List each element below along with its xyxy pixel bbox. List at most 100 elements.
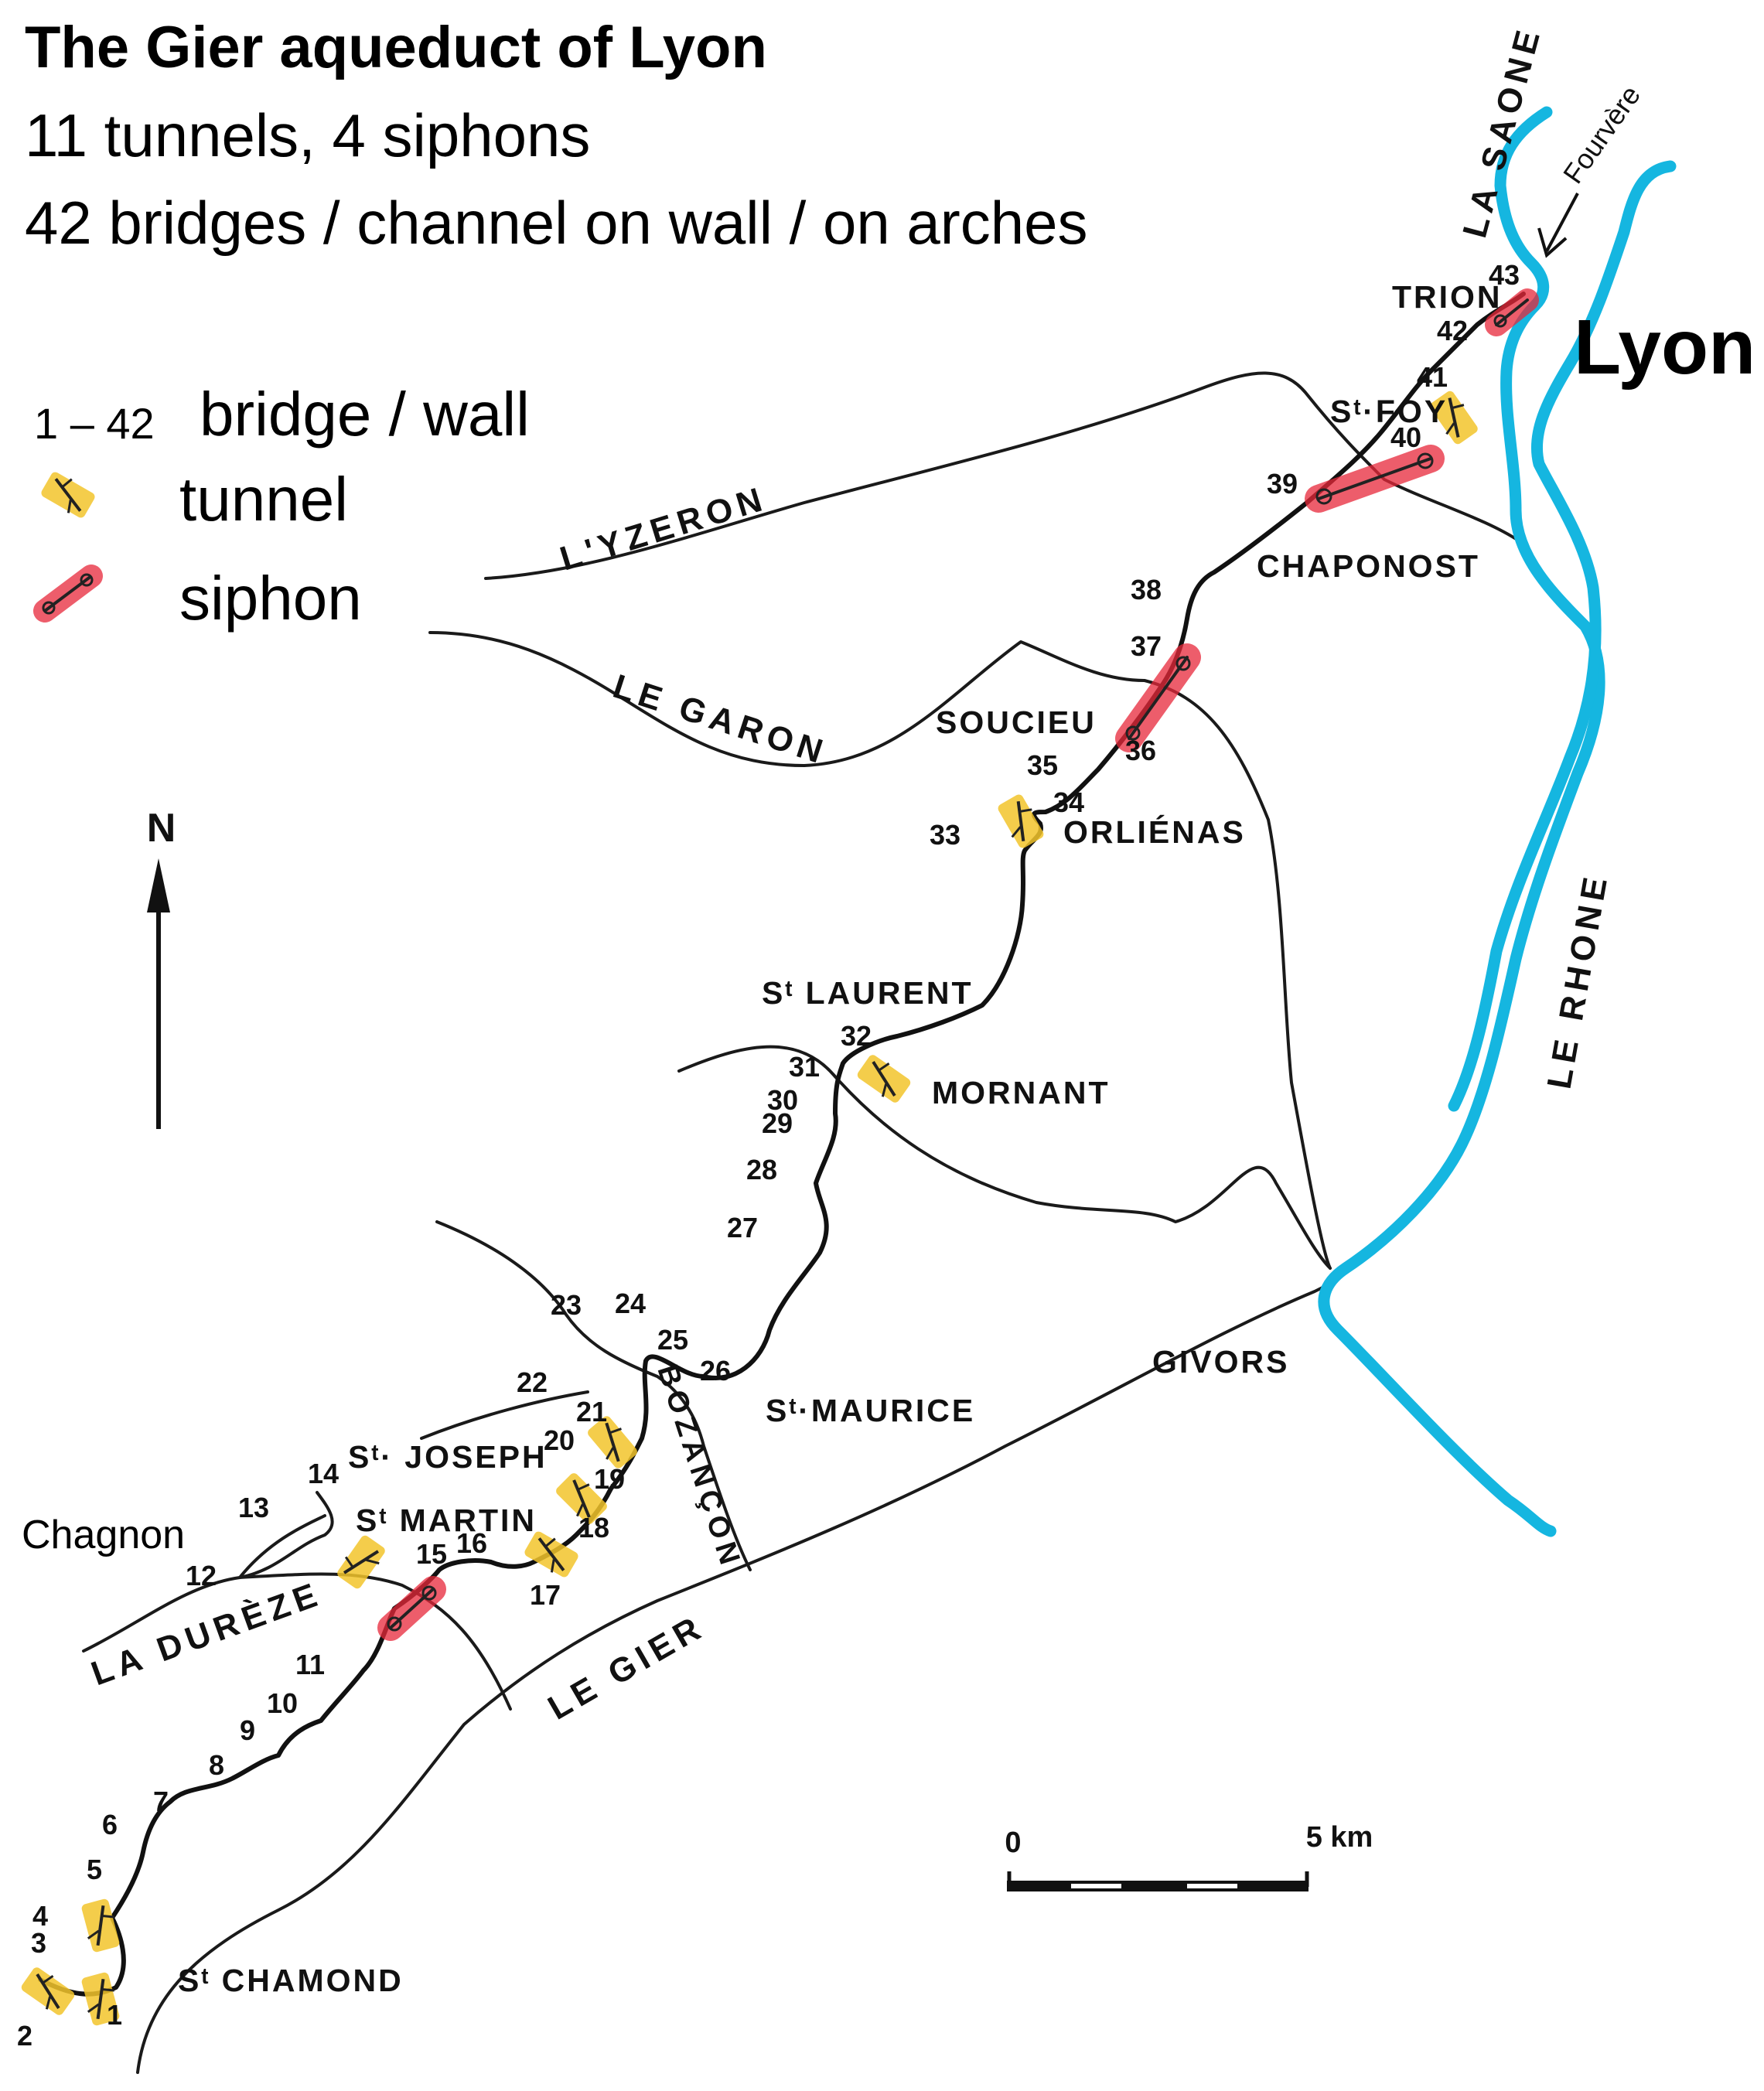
bridge-number: 29	[762, 1107, 793, 1139]
tunnel-icon	[17, 1963, 79, 2020]
river-label-rhone: LE RHONE	[1541, 869, 1616, 1092]
bridge-number: 11	[295, 1649, 325, 1680]
aqueduct-route	[38, 292, 1526, 1997]
place-mornant: MORNANT	[932, 1075, 1111, 1110]
river-mornant-stream	[677, 1045, 1332, 1270]
bridge-number: 1	[107, 1999, 122, 2031]
bridge-number: 24	[615, 1288, 646, 1319]
place-givors: GIVORS	[1152, 1344, 1289, 1380]
bridge-number: 37	[1131, 630, 1162, 662]
river-label-bozancon: BOZANÇON	[650, 1361, 747, 1574]
siphon-icon	[33, 565, 103, 623]
bridge-number: 42	[1437, 315, 1468, 346]
bridge-number: 38	[1131, 574, 1162, 605]
bridge-number: 23	[551, 1289, 582, 1321]
north-label: N	[147, 806, 179, 851]
river-bozancon-branch	[420, 1390, 589, 1440]
bridge-number: 39	[1267, 468, 1298, 500]
bridge-number: 22	[517, 1366, 548, 1398]
river-label-dureze: LA DURÈZE	[86, 1574, 326, 1693]
bridge-number: 34	[1053, 786, 1084, 818]
place-st-chamond: Sᵗ CHAMOND	[178, 1963, 404, 1998]
place-st-joseph: Sᵗ· JOSEPH	[348, 1439, 548, 1475]
river-garon	[428, 631, 1332, 1270]
legend-siphon: siphon	[179, 564, 362, 633]
bridge-number: 35	[1027, 749, 1058, 781]
legend-range: 1 – 42	[34, 399, 155, 448]
bridge-number: 6	[102, 1809, 118, 1840]
place-st-martin: Sᵗ MARTIN	[356, 1503, 537, 1538]
river-saone	[1318, 106, 1605, 1537]
siphon-icon	[1115, 643, 1201, 752]
bridge-number: 7	[153, 1786, 169, 1817]
river-label-garon: LE GARON	[609, 667, 832, 773]
river-dureze-loop	[238, 1514, 326, 1579]
bridge-number: 31	[789, 1051, 820, 1083]
bridge-number: 18	[578, 1512, 609, 1544]
river-gier	[136, 1282, 1332, 2074]
bridge-number: 40	[1390, 421, 1421, 453]
bridge-number: 25	[657, 1324, 688, 1356]
bridge-number: 9	[240, 1714, 255, 1746]
map-subtitle-bridges: 42 bridges / channel on wall / on arches	[25, 189, 1088, 257]
place-st-foy: Sᵗ·FOY	[1330, 394, 1448, 429]
rivers-lyon	[1318, 106, 1677, 1537]
bridge-number: 41	[1417, 361, 1448, 393]
river-dureze	[82, 1491, 512, 1711]
place-chagnon: Chagnon	[22, 1513, 186, 1557]
bridge-number: 10	[267, 1687, 298, 1719]
bridge-number: 8	[209, 1749, 224, 1781]
bridge-number: 3	[31, 1927, 46, 1959]
place-st-laurent: Sᵗ LAURENT	[762, 975, 974, 1011]
scale-start: 0	[1005, 1827, 1021, 1859]
place-chaponost: CHAPONOST	[1257, 548, 1480, 584]
bridge-number: 26	[700, 1355, 731, 1387]
siphon-icon	[377, 1576, 446, 1641]
bridge-number: 21	[576, 1396, 607, 1428]
bridge-number: 30	[767, 1084, 798, 1116]
bridge-number: 5	[87, 1854, 102, 1885]
bridge-number: 20	[544, 1424, 575, 1456]
bridge-number: 32	[841, 1020, 872, 1052]
bridge-number: 33	[930, 819, 960, 851]
scale-end: 5 km	[1306, 1821, 1373, 1854]
place-soucieu: SOUCIEU	[936, 704, 1097, 740]
bridge-numbers: 1 2 3 4 5 6 7 8 9 10 11 12 13 14 15 16 1…	[17, 259, 1520, 2052]
tunnel-icon	[37, 467, 99, 523]
fourviere-arrow-icon	[1537, 193, 1579, 258]
bridge-number: 15	[416, 1538, 447, 1570]
place-trion: TRION	[1392, 279, 1503, 315]
map-title: The Gier aqueduct of Lyon	[25, 15, 767, 80]
bridge-number: 2	[17, 2020, 32, 2052]
bridge-number: 4	[32, 1900, 48, 1932]
place-fourviere: Fourvère	[1557, 80, 1646, 189]
tunnel-icon	[333, 1531, 390, 1593]
place-orlienas: ORLIÉNAS	[1063, 814, 1246, 850]
siphon-icon	[1485, 288, 1539, 336]
river-rhone	[1448, 160, 1677, 1112]
map-subtitle-tunnels-siphons: 11 tunnels, 4 siphons	[25, 101, 591, 169]
bridge-number: 27	[727, 1212, 758, 1243]
river-label-gier: LE GIER	[542, 1608, 711, 1728]
legend-bridge-wall: bridge / wall	[200, 380, 530, 449]
bridge-number: 28	[746, 1154, 777, 1185]
siphons	[377, 288, 1539, 1641]
bridge-number: 16	[456, 1527, 487, 1559]
bridge-number: 19	[594, 1463, 625, 1495]
tunnel-icon	[853, 1050, 915, 1107]
bridge-number: 17	[530, 1579, 561, 1611]
legend-tunnel: tunnel	[179, 465, 348, 534]
bridge-number: 43	[1489, 259, 1520, 291]
place-lyon: Lyon	[1574, 304, 1756, 391]
north-arrow-icon	[147, 858, 170, 1129]
tunnels	[17, 387, 1483, 2029]
place-st-maurice: Sᵗ·MAURICE	[766, 1393, 975, 1428]
bridge-number: 12	[186, 1560, 217, 1591]
bridge-number: 13	[238, 1492, 269, 1523]
scale-bar	[1007, 1871, 1309, 1891]
bridge-number: 36	[1125, 735, 1156, 766]
river-bozancon	[435, 1220, 752, 1571]
siphon-icon	[1305, 445, 1445, 513]
